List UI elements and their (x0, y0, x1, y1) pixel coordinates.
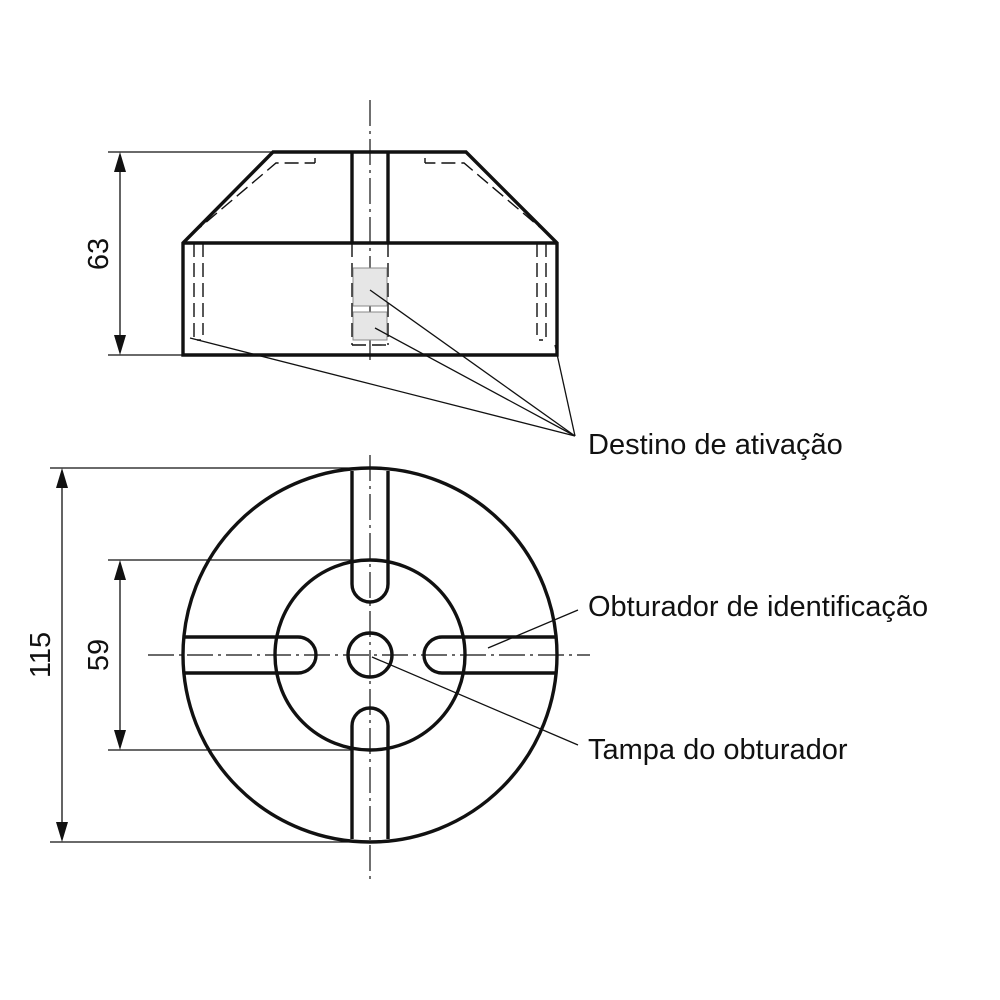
activation-target-lower (352, 311, 388, 341)
shutter-cover-leader (371, 656, 579, 746)
center-hole (346, 631, 394, 679)
activation-target-upper (352, 267, 388, 307)
dimension-inner-diameter-label: 59 (83, 639, 115, 671)
top-view: 115 59 (25, 455, 590, 880)
inner-circle (273, 558, 467, 752)
dimension-outer-diameter-label: 115 (25, 632, 57, 678)
activation-target-leaders (189, 289, 576, 437)
label-shutter-cover: Tampa do obturador (588, 734, 848, 766)
slot-top (350, 471, 390, 604)
slot-left (184, 635, 318, 675)
dimension-height-label: 63 (83, 238, 115, 270)
slot-bottom (350, 706, 390, 839)
identification-shutter-leader (487, 609, 579, 649)
side-view: 63 (83, 100, 559, 362)
label-activation-target: Destino de ativação (588, 429, 843, 461)
slot-right (422, 635, 556, 675)
dimension-inner-diameter: 59 (83, 559, 352, 751)
dimension-outer-diameter: 115 (25, 467, 370, 843)
label-identification-shutter: Obturador de identificação (588, 591, 928, 623)
dimension-height: 63 (83, 151, 273, 356)
